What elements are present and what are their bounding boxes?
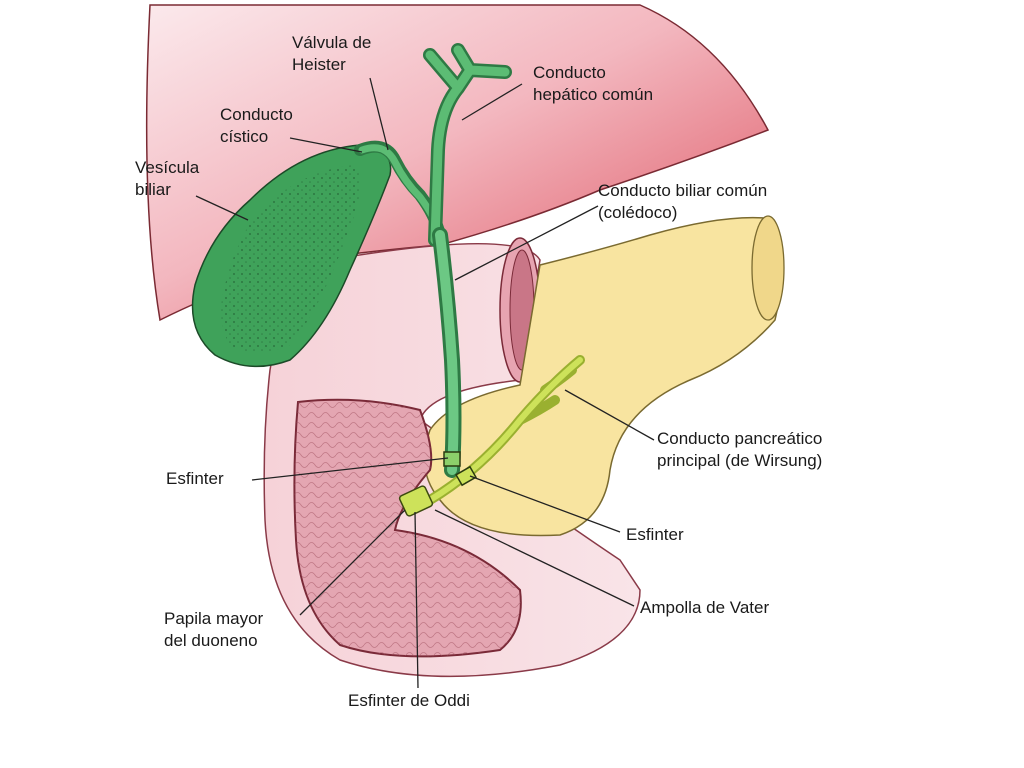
label-wirsung-line2: principal (de Wirsung) [657,451,823,470]
label-conducto-cistico-line2: cístico [220,127,269,146]
label-coledoco-line2: (colédoco) [598,203,678,222]
label-valvula-heister: Válvula de Heister [292,32,371,76]
label-papila-line1: Papila mayor [164,609,264,628]
label-oddi: Esfinter de Oddi [348,691,470,710]
label-valvula-heister-line1: Válvula de [292,33,372,52]
pancreatic-sphincter [455,465,477,487]
label-coledoco: Conducto biliar común (colédoco) [598,180,767,224]
leader-lines [195,77,655,689]
label-conducto-cistico: Conducto cístico [220,104,293,148]
label-esfinter-right: Esfinter [626,525,684,544]
label-papila-line2: del duoneno [164,631,258,650]
label-coledoco-line1: Conducto biliar común [598,181,768,200]
label-vesicula-line1: Vesícula [135,158,200,177]
label-papila: Papila mayor del duoneno [164,608,263,652]
label-vesicula: Vesícula biliar [135,157,199,201]
label-conducto-cistico-line1: Conducto [220,105,293,124]
label-vesicula-line2: biliar [135,180,171,199]
sphincter-of-oddi [398,485,434,517]
label-wirsung: Conducto pancreático principal (de Wirsu… [657,428,822,472]
label-conducto-hepatico-line1: Conducto [533,63,606,82]
label-conducto-hepatico-line2: hepático común [533,85,654,104]
label-ampolla: Ampolla de Vater [640,598,770,617]
label-wirsung-line1: Conducto pancreático [657,429,823,448]
label-valvula-heister-line2: Heister [292,55,346,74]
label-conducto-hepatico: Conducto hepático común [533,62,653,106]
pancreas-tail-end [751,215,785,321]
bile-duct-sphincter [443,451,461,467]
label-esfinter-left: Esfinter [166,469,224,488]
